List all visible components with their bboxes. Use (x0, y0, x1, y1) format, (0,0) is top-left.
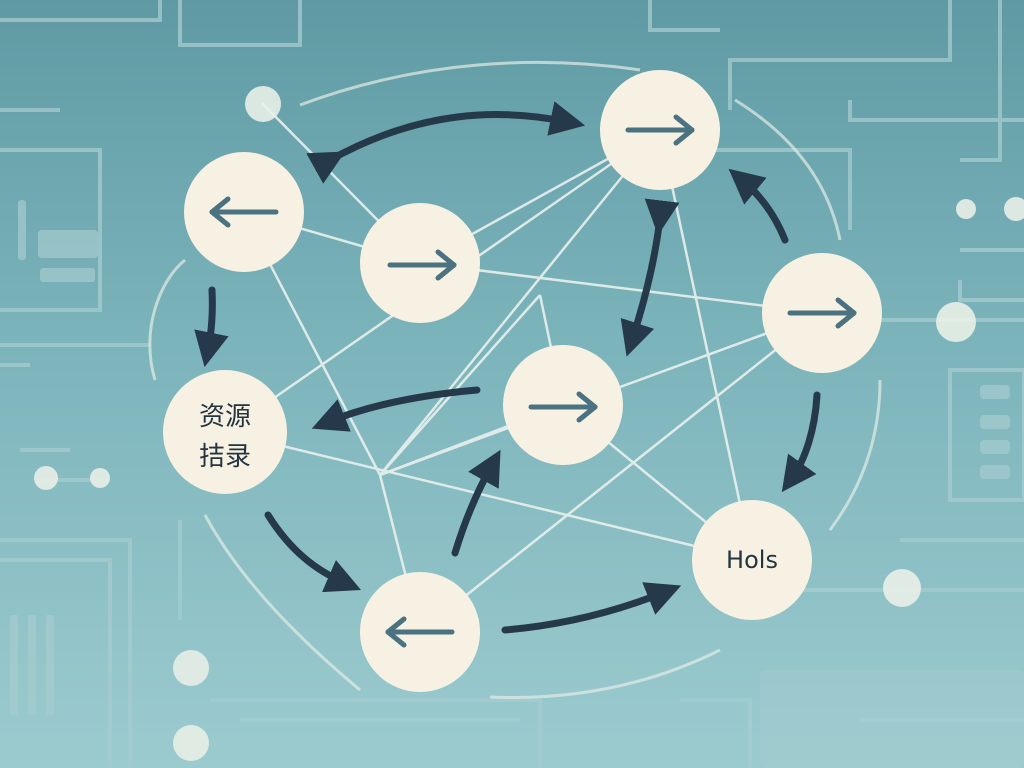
arrow-right-icon (787, 297, 857, 329)
flow-arrow (264, 511, 362, 593)
flow-arrow (501, 582, 682, 634)
node-8-label: Hols (726, 546, 778, 574)
flow-arrow (728, 168, 789, 244)
flow-arrow (194, 286, 229, 368)
flow-arrow (781, 391, 821, 493)
node-4-label-line-2: 拮录 (199, 442, 251, 472)
node-8 (692, 500, 812, 620)
node-4 (163, 370, 287, 494)
arrow-left-icon (209, 196, 279, 228)
node-4-label-line-1: 资源 (199, 402, 251, 432)
arrow-right-icon (528, 391, 598, 423)
arrow-right-icon (625, 114, 695, 146)
arrow-left-icon (385, 616, 455, 648)
flow-arrow (451, 449, 501, 557)
flow-arrow (306, 101, 586, 184)
flow-arrow (620, 198, 680, 357)
arrow-right-icon (387, 249, 457, 281)
flow-arrow (311, 386, 481, 432)
